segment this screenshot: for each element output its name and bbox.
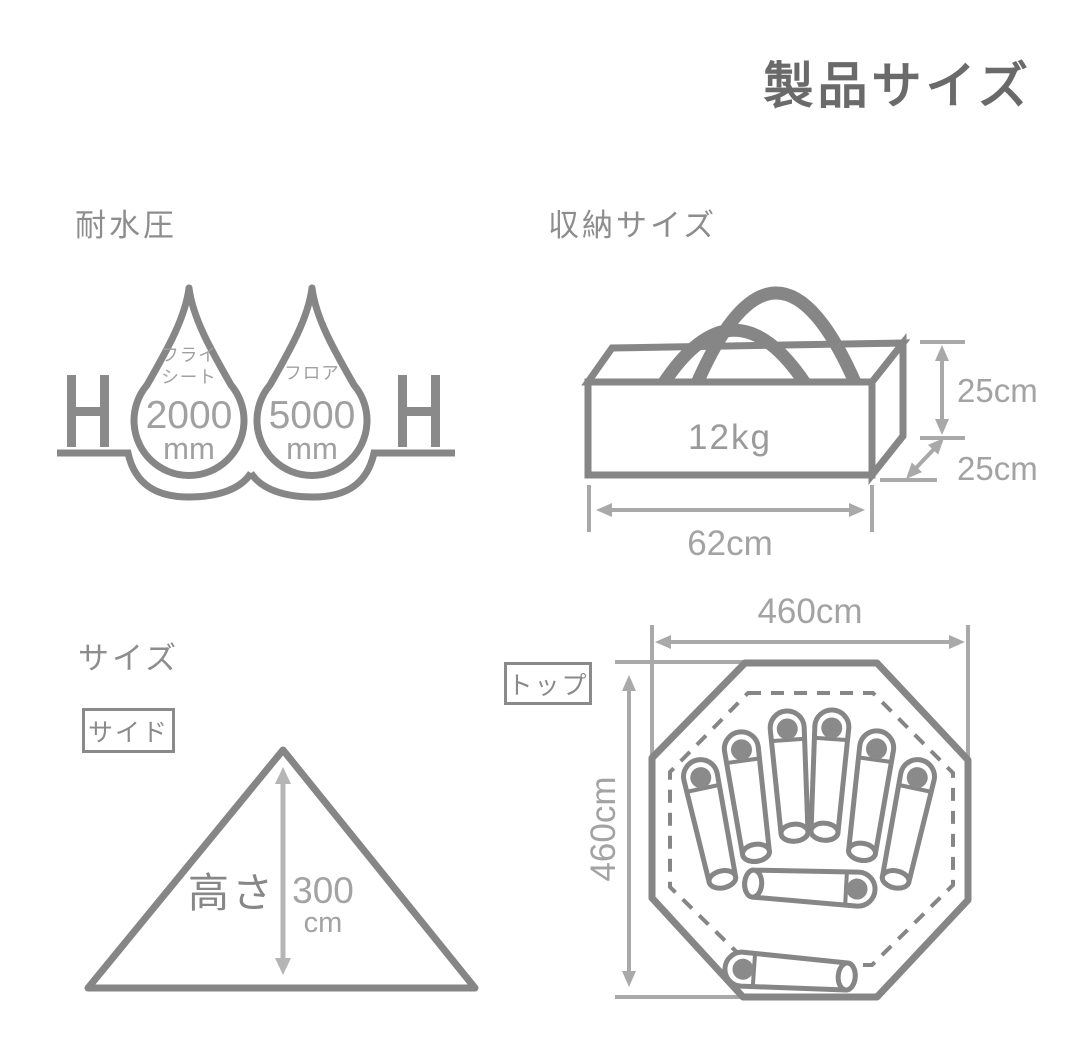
height-unit: cm <box>304 907 343 939</box>
bag-height-label: 25cm <box>957 372 1038 409</box>
floor-value: 5000 <box>269 394 356 437</box>
water-drop-floor <box>253 284 371 479</box>
arrowhead-down <box>275 958 291 975</box>
arrowhead-left <box>596 503 612 517</box>
water-surface-line <box>248 449 455 501</box>
storage-bag-figure: 12kg 25cm 25cm 62cm <box>581 286 1038 563</box>
storage-size-heading: 収納サイズ <box>548 208 718 243</box>
water-resistance-figure: フライ シート 2000 mm フロア 5000 mm <box>57 284 455 501</box>
flysheet-label-line2: シート <box>161 367 217 387</box>
floor-label: フロア <box>284 363 340 383</box>
depth-dim-line <box>913 446 937 471</box>
floor-unit: mm <box>286 431 338 466</box>
arrowhead-up <box>275 767 291 784</box>
flysheet-unit: mm <box>163 431 215 466</box>
bag-depth-label: 25cm <box>957 450 1038 487</box>
arrowhead-right <box>849 503 865 517</box>
arrowhead-down <box>622 971 636 987</box>
bag-side-face <box>868 332 907 486</box>
tent-triangle <box>84 746 479 992</box>
h-letter-right <box>398 375 440 447</box>
arrowhead-up <box>935 345 949 361</box>
water-surface-line <box>57 449 254 501</box>
water-resistance-heading: 耐水圧 <box>75 208 177 243</box>
top-width-label: 460cm <box>757 592 862 631</box>
page-title: 製品サイズ <box>763 58 1032 114</box>
arrowhead-up <box>622 675 636 691</box>
tent-inner-dashed-octagon <box>668 691 955 967</box>
water-drop-flysheet <box>130 284 248 479</box>
flysheet-label-line1: フライ <box>161 345 217 365</box>
height-value: 300 <box>292 870 354 911</box>
top-view-tag-label: トップ <box>507 671 589 700</box>
bag-handle-back <box>683 286 867 403</box>
flysheet-value: 2000 <box>146 394 233 437</box>
arrowhead-down-left <box>906 462 923 479</box>
top-view-figure: 460cm 460cm <box>584 592 972 1001</box>
arrowhead-right <box>949 635 965 649</box>
h-letter-left <box>67 375 109 447</box>
size-heading: サイズ <box>78 641 180 676</box>
bag-weight-label: 12kg <box>688 418 772 457</box>
bag-front-face <box>584 378 876 479</box>
bag-width-label: 62cm <box>687 524 773 563</box>
arrowhead-down <box>935 419 949 435</box>
top-depth-label: 460cm <box>584 776 623 881</box>
top-view-tag: トップ <box>504 662 592 705</box>
height-label: 高さ <box>188 870 276 916</box>
side-view-tag-label: サイド <box>87 718 169 747</box>
side-view-figure: 高さ 300 cm <box>84 746 479 992</box>
arrowhead-left <box>655 635 671 649</box>
arrowhead-up-right <box>927 438 944 455</box>
side-view-tag: サイド <box>82 708 175 753</box>
bag-handle-front <box>639 323 826 419</box>
